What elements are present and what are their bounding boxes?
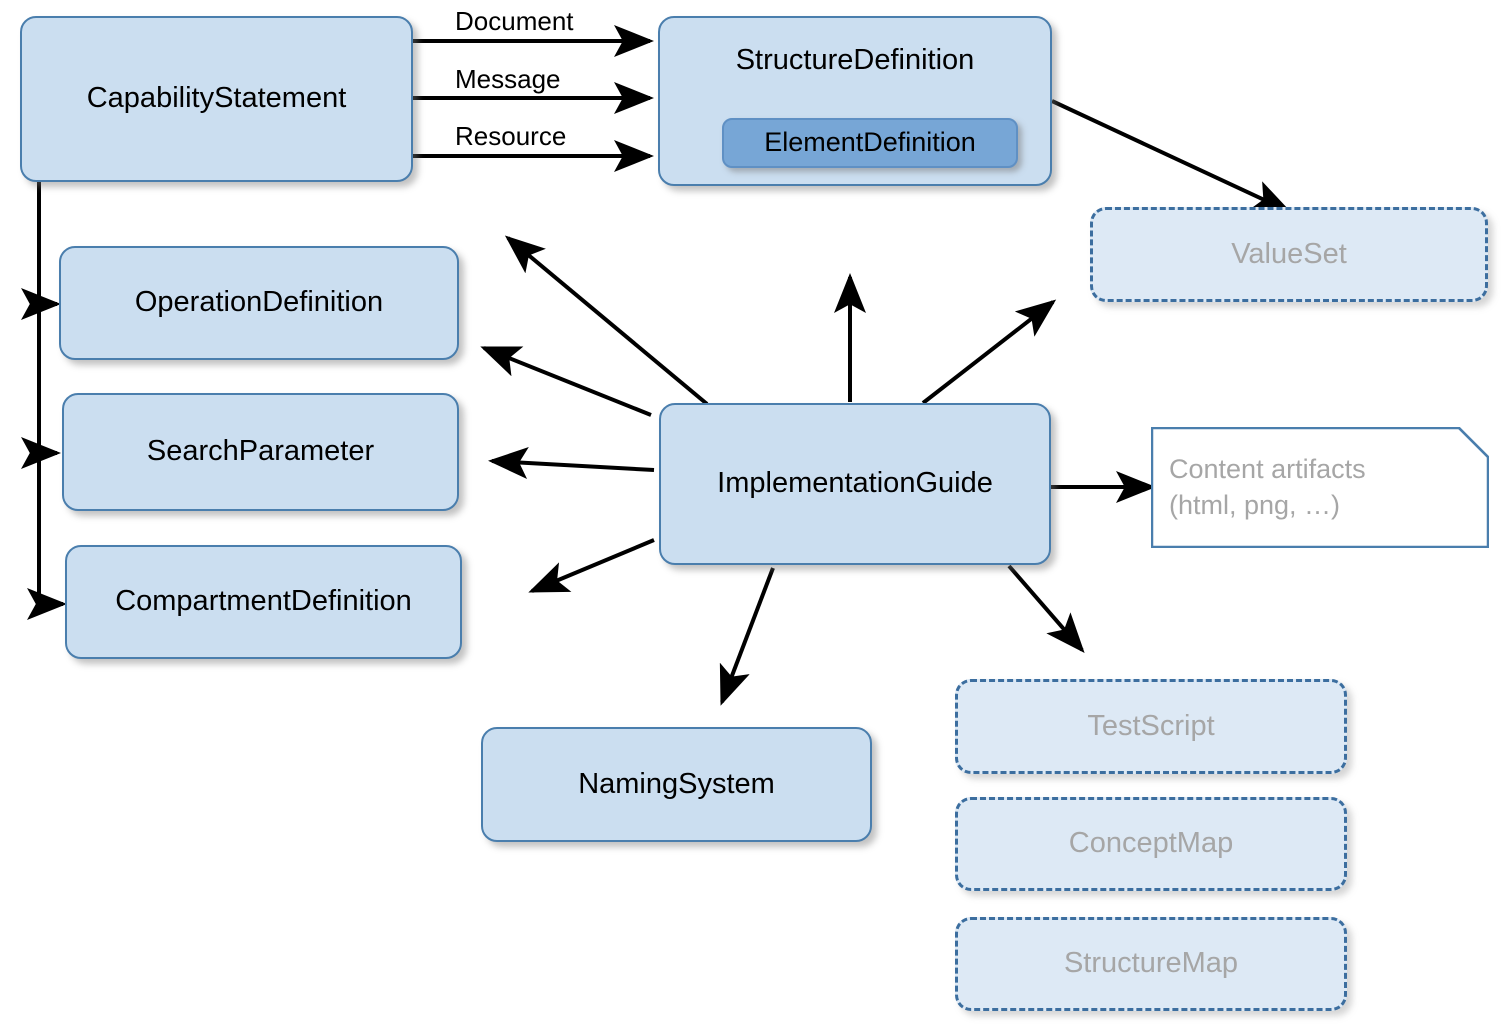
edge-structuredefinition-valueset xyxy=(1051,99,1292,213)
edge-implementationguide-valueset xyxy=(921,299,1057,405)
node-value-set[interactable]: ValueSet xyxy=(1090,207,1488,302)
edge-implementationguide-namingsystem xyxy=(719,567,775,706)
edge-implementationguide-structuredefinition xyxy=(504,235,709,406)
node-structure-map[interactable]: StructureMap xyxy=(955,917,1347,1011)
edge-implementationguide-compartmentdefinition xyxy=(528,538,655,593)
node-compartment-definition[interactable]: CompartmentDefinition xyxy=(65,545,462,659)
node-element-definition[interactable]: ElementDefinition xyxy=(722,118,1018,168)
node-implementation-guide[interactable]: ImplementationGuide xyxy=(659,403,1051,565)
edge-implementationguide-operationdefinition xyxy=(480,346,652,417)
edge-label-message: Message xyxy=(455,64,561,94)
edge-capabilitystatement-leftcolumn xyxy=(21,180,67,620)
node-search-parameter[interactable]: SearchParameter xyxy=(62,393,459,511)
edge-implementationguide-searchparameter xyxy=(488,447,655,479)
edge-label-document: Document xyxy=(455,6,574,36)
edge-implementationguide-testscript xyxy=(1007,564,1085,654)
node-content-artifacts[interactable]: Content artifacts (html, png, …) xyxy=(1151,427,1489,548)
content-artifacts-label: Content artifacts (html, png, …) xyxy=(1169,454,1366,520)
edge-label-resource: Resource xyxy=(455,121,567,151)
node-test-script[interactable]: TestScript xyxy=(955,679,1347,774)
node-capability-statement[interactable]: CapabilityStatement xyxy=(20,16,413,182)
note-shape-icon xyxy=(1151,427,1489,548)
node-concept-map[interactable]: ConceptMap xyxy=(955,797,1347,891)
node-operation-definition[interactable]: OperationDefinition xyxy=(59,246,459,360)
node-naming-system[interactable]: NamingSystem xyxy=(481,727,872,842)
